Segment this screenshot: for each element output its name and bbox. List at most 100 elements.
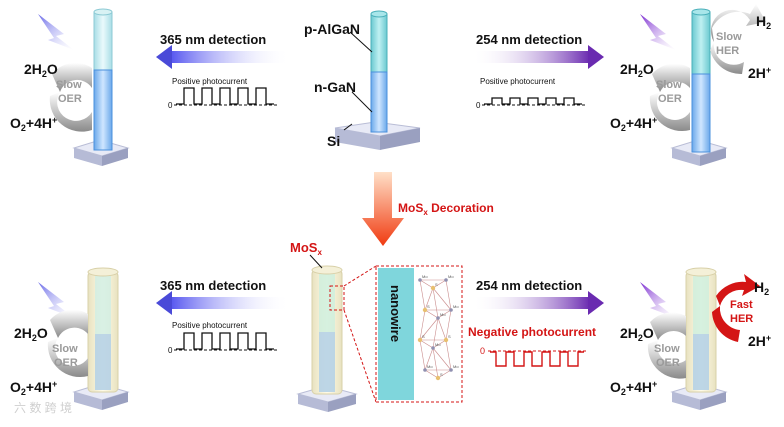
zoom-nanowire-label: nanowire <box>388 285 403 342</box>
lattice-bond <box>419 309 426 341</box>
atom-label: S <box>422 334 425 339</box>
label-n-gan: n-GaN <box>314 79 356 95</box>
bottom-right-nanowire <box>670 267 728 410</box>
sulfur-atom <box>417 337 423 343</box>
lattice-bond <box>419 339 426 371</box>
br-protons-label: 2H+ <box>748 333 771 349</box>
lattice-bond <box>445 309 452 341</box>
tl-waveform <box>176 87 274 105</box>
molybdenum-atom <box>436 316 440 320</box>
lattice-bond <box>437 309 452 319</box>
bl-oxygen-label: O2+4H+ <box>10 379 57 397</box>
molybdenum-atom <box>423 368 427 372</box>
atom-label: Mo <box>435 342 441 347</box>
tl-water-label: 2H2O <box>24 61 58 79</box>
tl-slow-label: Slow <box>56 79 82 91</box>
br-waveform <box>490 351 584 367</box>
decoration-down-arrow <box>362 172 404 246</box>
lattice-bond <box>424 347 434 371</box>
tl-oer-label: OER <box>58 93 82 105</box>
her-arc-icon <box>710 4 766 75</box>
bl-oer-label: OER <box>54 357 78 369</box>
atom-label: S <box>440 372 443 377</box>
tr-water-label: 2H2O <box>620 61 654 79</box>
top-right-nanowire <box>670 8 728 166</box>
tr-detection-label: 254 nm detection <box>476 32 582 47</box>
tr-detection-arrow <box>472 45 604 69</box>
bl-photocurrent-label: Positive photocurrent <box>172 321 248 330</box>
atom-label: Mo <box>448 274 454 279</box>
tr-protons-label: 2H+ <box>748 65 771 81</box>
atom-label: S <box>448 334 451 339</box>
bl-zero-label: 0 <box>168 346 173 355</box>
lightning-bolt-icon <box>640 282 676 318</box>
center-top-nanowire <box>334 10 421 150</box>
tr-photocurrent-label: Positive photocurrent <box>480 77 556 86</box>
tr-oxygen-label: O2+4H+ <box>610 115 657 133</box>
bl-detection-arrow <box>156 291 290 315</box>
sulfur-atom <box>430 285 436 291</box>
lattice-bond <box>432 347 452 371</box>
bl-waveform <box>176 332 274 350</box>
lattice-bond <box>424 369 439 379</box>
molybdenum-atom <box>418 278 422 282</box>
lattice-bond <box>419 279 434 289</box>
br-water-label: 2H2O <box>620 325 654 343</box>
lattice-bond <box>432 317 439 349</box>
lattice-bond <box>432 339 447 349</box>
lightning-bolt-icon <box>38 14 74 50</box>
sulfur-atom <box>443 337 449 343</box>
bl-water-label: 2H2O <box>14 325 48 343</box>
molybdenum-atom <box>444 278 448 282</box>
label-p-algan: p-AlGaN <box>304 21 360 37</box>
tl-detection-arrow <box>156 45 290 69</box>
lattice-bond <box>445 339 452 371</box>
tl-detection-label: 365 nm detection <box>160 32 266 47</box>
br-detection-label: 254 nm detection <box>476 278 582 293</box>
center-bottom-nanowire <box>296 254 358 412</box>
atom-label: Mo <box>440 312 446 317</box>
molybdenum-atom <box>449 368 453 372</box>
atom-label: Mo <box>422 274 428 279</box>
fast-her-arrow-icon <box>712 274 760 342</box>
br-oxygen-label: O2+4H+ <box>610 379 657 397</box>
br-her-label: HER <box>730 313 753 325</box>
oer-arc-icon <box>647 312 686 379</box>
tl-oxygen-label: O2+4H+ <box>10 115 57 133</box>
lattice-bond <box>432 287 439 319</box>
atom-label: S <box>427 304 430 309</box>
br-hydrogen-label: H2 <box>754 279 769 297</box>
mosx-label: MoSx <box>290 240 322 257</box>
tr-oer-label: OER <box>658 93 682 105</box>
atom-label: Mo <box>453 364 459 369</box>
lattice-bond <box>445 279 452 311</box>
top-left-nanowire <box>72 8 130 166</box>
lattice-bond <box>437 317 447 341</box>
lattice-bond <box>432 347 439 379</box>
lattice-bond <box>432 287 452 311</box>
tr-slow-her-label: Slow <box>716 31 742 43</box>
lattice-bond <box>419 279 426 311</box>
lattice-bond <box>424 309 439 319</box>
br-slow-label: Slow <box>654 343 680 355</box>
oer-arc-icon <box>49 62 92 132</box>
molybdenum-atom <box>449 308 453 312</box>
lattice-bond <box>424 287 434 311</box>
tl-photocurrent-label: Positive photocurrent <box>172 77 248 86</box>
bottom-left-nanowire <box>72 267 130 410</box>
br-fast-label: Fast <box>730 299 753 311</box>
lattice-bond <box>419 317 439 341</box>
tr-hydrogen-label: H2 <box>756 13 771 31</box>
br-photocurrent-label: Negative photocurrent <box>468 325 596 339</box>
atom-label: Mo <box>453 304 459 309</box>
lattice-bond <box>419 339 434 349</box>
bl-detection-label: 365 nm detection <box>160 278 266 293</box>
lightning-bolt-icon <box>640 14 676 50</box>
sulfur-atom <box>422 307 428 313</box>
tl-zero-label: 0 <box>168 101 173 110</box>
atom-label: S <box>435 282 438 287</box>
oer-arc-icon <box>47 309 88 378</box>
